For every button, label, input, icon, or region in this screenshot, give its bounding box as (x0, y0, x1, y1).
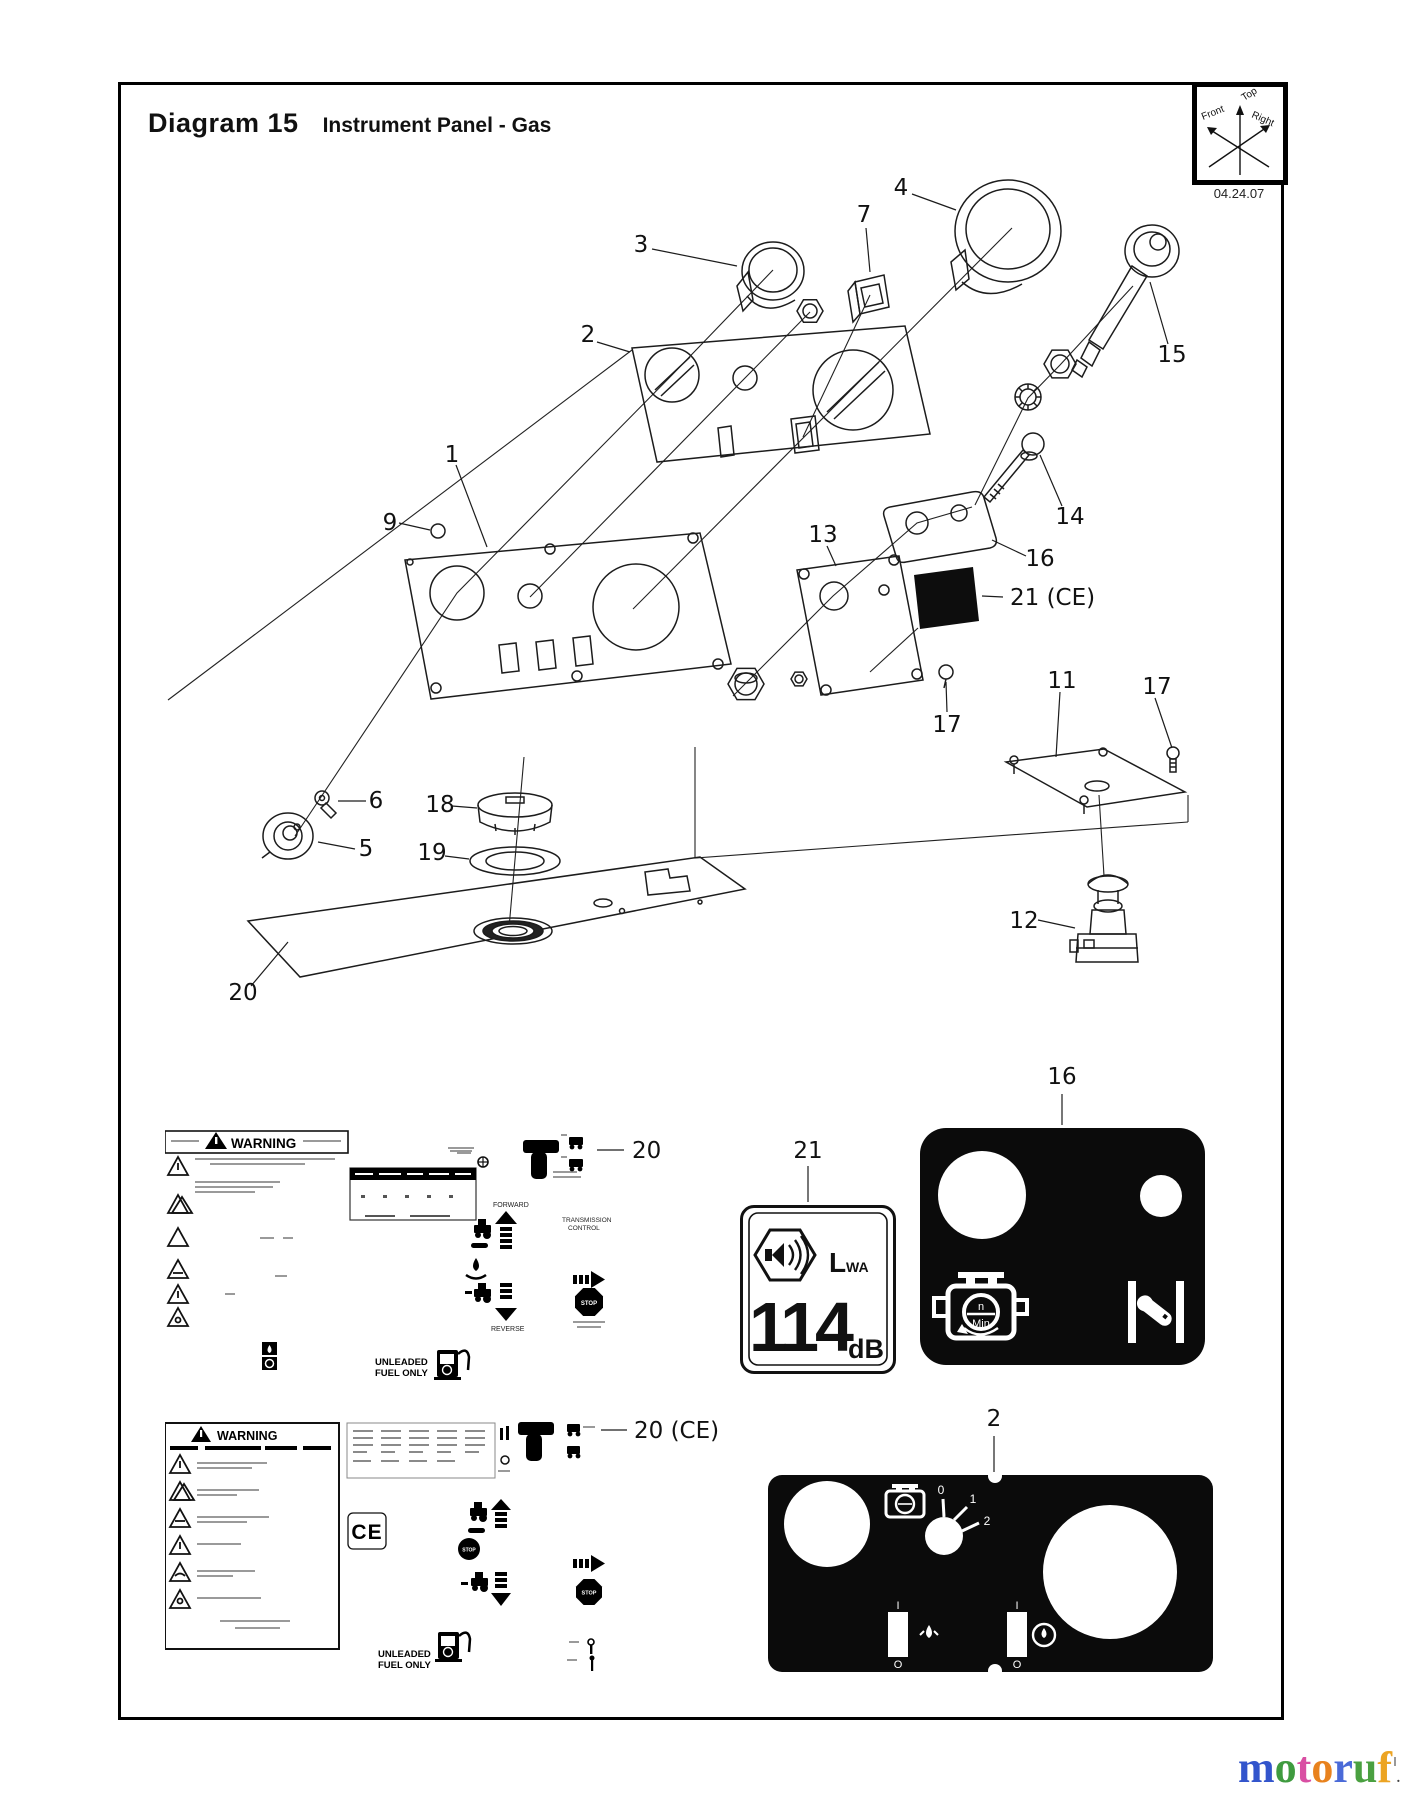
orientation-axes-icon: Top Front Right (1200, 87, 1276, 175)
rpm-min: Min (972, 1318, 990, 1330)
svg-text:UNLEADED: UNLEADED (378, 1649, 431, 1660)
key-pos-0: 0 (938, 1483, 945, 1497)
fine-print (195, 1181, 293, 1295)
reverse-control: REVERSE (465, 1283, 525, 1333)
ce-emergency-stop-icons: STOP (573, 1555, 605, 1605)
svg-text:FUEL ONLY: FUEL ONLY (375, 1368, 428, 1379)
logo-letter: u (1352, 1743, 1378, 1792)
noise-unit: dB (848, 1334, 884, 1364)
rpm-n: n (978, 1301, 984, 1313)
orientation-box: Top Front Right (1192, 82, 1288, 185)
bottom-notch (988, 1664, 1002, 1672)
switch-hole-1: I O (888, 1600, 908, 1671)
forward-control: FORWARD (471, 1202, 529, 1249)
svg-text:O: O (894, 1659, 903, 1671)
engine-blade-table (349, 1147, 477, 1221)
switch-hole-2: I O (1007, 1600, 1027, 1671)
logo-letter: t (1296, 1743, 1312, 1792)
svg-text:FORWARD: FORWARD (493, 1202, 529, 1209)
svg-text:CE: CE (351, 1521, 382, 1544)
blast-control-icon (523, 1140, 581, 1179)
ce-spec-table (346, 1422, 510, 1479)
axis-front-label: Front (1200, 104, 1226, 123)
decal-control-16: n Min (920, 1128, 1205, 1365)
ce-forward-control (468, 1499, 511, 1533)
lwa-label: L (829, 1247, 846, 1278)
noise-inner-border (748, 1212, 888, 1366)
svg-text:STOP: STOP (581, 1301, 597, 1307)
ce-unleaded-fuel-label: UNLEADED FUEL ONLY (378, 1649, 431, 1671)
warning-word-ce: WARNING (217, 1429, 277, 1443)
logo-letter: o (1311, 1743, 1334, 1792)
ce-fuel-pump-icon (435, 1631, 472, 1662)
speaker-icon (753, 1228, 817, 1282)
logo-tick (1393, 1757, 1396, 1767)
emergency-stop-icons: STOP (573, 1271, 605, 1328)
transmission-control-label: TRANSMISSION CONTROL (562, 1217, 612, 1232)
warning-word-us: WARNING (231, 1136, 296, 1151)
key-pos-2: 2 (984, 1514, 991, 1528)
axis-top-label: Top (1240, 87, 1260, 104)
tachometer-hole (1043, 1505, 1177, 1639)
page-title: Diagram 15 Instrument Panel - Gas (148, 108, 551, 139)
ce-stop-ball: STOP (458, 1538, 480, 1560)
unleaded-fuel-label: UNLEADED FUEL ONLY (375, 1357, 428, 1379)
fuel-pump-icon (434, 1349, 471, 1380)
hourmeter-hole (784, 1481, 870, 1567)
ce-blast-control-icon (518, 1422, 554, 1461)
svg-text:REVERSE: REVERSE (491, 1326, 525, 1333)
key-switch-positions: 0 1 2 (925, 1483, 991, 1555)
decal-instrument-panel-2: 0 1 2 I O I O (768, 1475, 1213, 1672)
top-notch (988, 1475, 1002, 1483)
lwa-sub: WA (846, 1259, 869, 1275)
decal-sheet-20: WARNING (165, 1125, 640, 1400)
ce-warning-triangles (168, 1453, 196, 1609)
svg-text:TRANSMISSION: TRANSMISSION (562, 1217, 612, 1224)
engine-rpm-icon: n Min (932, 1272, 1029, 1341)
ce-reverse-control (461, 1572, 511, 1606)
ignition-key-icon (1128, 1281, 1184, 1343)
ce-machine-icons (567, 1424, 595, 1459)
ce-fine-print (197, 1462, 290, 1629)
gauge-hole-small (1140, 1175, 1182, 1217)
diagram-name: Instrument Panel - Gas (322, 114, 552, 137)
logo-suffix: .de (1395, 1766, 1401, 1787)
logo-letter: o (1274, 1743, 1297, 1792)
svg-text:I: I (1015, 1600, 1018, 1612)
svg-text:STOP: STOP (582, 1591, 597, 1597)
water-drop-icon (465, 1258, 487, 1280)
svg-text:O: O (1013, 1659, 1022, 1671)
engine-icon (884, 1484, 926, 1519)
water-kit-icon (450, 1150, 489, 1168)
ce-mark: CE (347, 1512, 387, 1550)
ce-spark-plug-icons (567, 1638, 595, 1671)
decal-noise-level: L WA 114 dB (740, 1205, 896, 1374)
diagram-number: Diagram 15 (148, 108, 299, 138)
warning-triangles (166, 1155, 194, 1327)
ce-warning-header: WARNING (170, 1426, 331, 1450)
noise-value: 114 (749, 1288, 854, 1366)
svg-text:CONTROL: CONTROL (568, 1225, 600, 1232)
decal-sheet-20-ce: WARNING (165, 1420, 640, 1695)
svg-text:UNLEADED: UNLEADED (375, 1357, 428, 1368)
motoruf-logo[interactable]: motoruf.de (1238, 1742, 1401, 1793)
machine-icons (561, 1134, 583, 1172)
key-pos-1: 1 (970, 1492, 977, 1506)
logo-letter: r (1333, 1743, 1353, 1792)
page-border (118, 82, 1284, 1720)
service-icons (262, 1342, 277, 1370)
logo-letter: m (1238, 1743, 1275, 1792)
glow-icon (919, 1625, 939, 1638)
logo-letter: f (1377, 1743, 1392, 1792)
svg-text:I: I (896, 1600, 899, 1612)
warning-header: WARNING (165, 1130, 349, 1165)
svg-text:FUEL ONLY: FUEL ONLY (378, 1660, 431, 1671)
svg-text:STOP: STOP (462, 1548, 476, 1554)
gauge-hole-large (938, 1151, 1026, 1239)
revision-date: 04.24.07 (1213, 186, 1265, 201)
ce-warning-border (165, 1422, 340, 1650)
fuel-icon (1031, 1622, 1057, 1648)
